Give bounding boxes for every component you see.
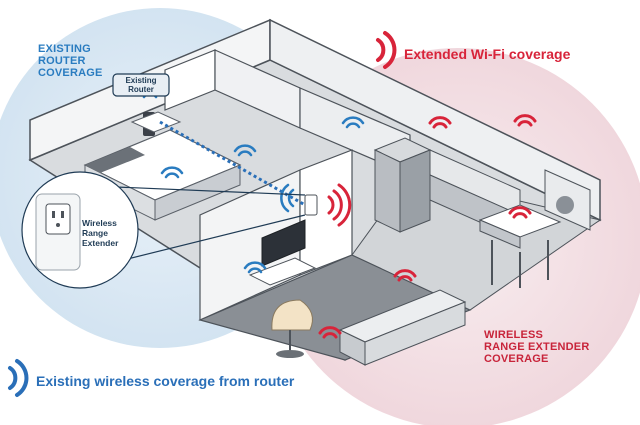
legend-extended-coverage: Extended Wi-Fi coverage	[404, 46, 571, 62]
living-room	[248, 219, 467, 366]
wifi-signal-blue-icon	[8, 359, 29, 397]
wireless-link-line	[159, 120, 306, 207]
existing-router-device	[130, 111, 182, 136]
wifi-signal-red-icon	[376, 31, 397, 69]
extender-coverage-label: WIRELESS RANGE EXTENDER COVERAGE	[484, 329, 590, 365]
router-coverage-label: EXISTING ROUTER COVERAGE	[38, 43, 103, 79]
wall-outlet-icon	[45, 203, 71, 235]
range-extender-callout-label: Wireless Range Extender	[82, 218, 119, 248]
wifi-signal-red-icon	[318, 114, 537, 339]
router-callout	[112, 73, 170, 97]
range-extender-device	[304, 194, 318, 216]
kitchen	[373, 137, 591, 288]
existing-router-callout-label: Existing Router	[125, 76, 157, 94]
legend-existing-coverage: Existing wireless coverage from router	[36, 373, 295, 389]
extender-zoom-callout	[21, 171, 306, 289]
